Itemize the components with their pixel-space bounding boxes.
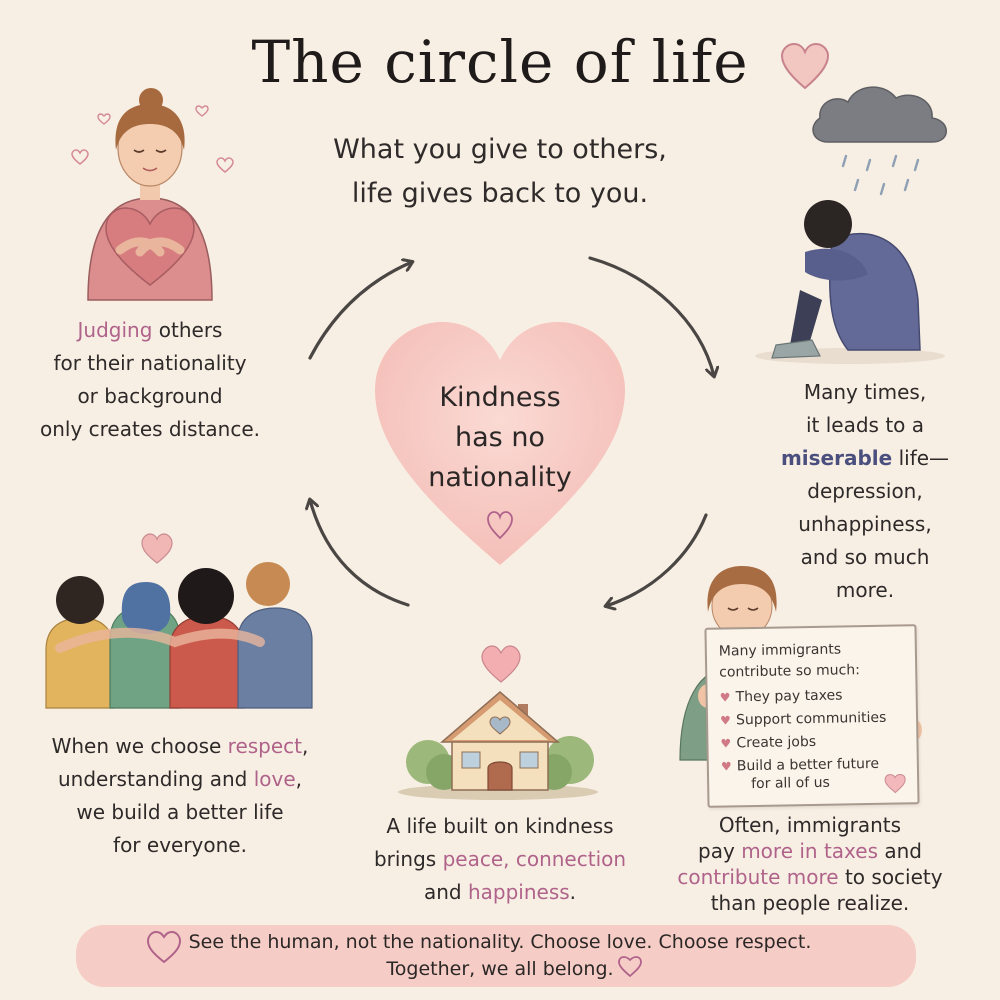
sign-continuation: for all of us [751, 774, 830, 793]
right-line-2: it leads to a [805, 413, 925, 437]
sign-heading: Many immigrants contribute so much: [719, 638, 910, 683]
center-line-2: has no [455, 422, 545, 453]
sign-item-text: Create jobs [736, 733, 817, 752]
bullet-heart-icon: ♥ [719, 713, 731, 728]
rain-cloud-icon [812, 86, 947, 196]
right-line-6: and so much [800, 545, 930, 569]
banner-message: See the human, not the nationality. Choo… [150, 929, 850, 983]
bc-line-2-pre: brings [373, 847, 443, 871]
woman-hugging-heart-illustration [87, 88, 213, 301]
bl-line-4: for everyone. [113, 833, 247, 857]
highlight-judging: Judging [77, 318, 153, 342]
highlight-love: love [253, 767, 296, 791]
bullet-heart-icon: ♥ [719, 690, 731, 705]
sad-person-illustration [755, 200, 945, 364]
center-small-heart-icon [487, 511, 513, 540]
center-heart-icon [375, 322, 625, 565]
highlight-peace-connection: peace, connection [442, 847, 627, 871]
cycle-arrow-bottom-left [310, 500, 410, 607]
heart-icon [141, 533, 173, 564]
highlight-respect: respect [227, 734, 303, 758]
bullet-heart-icon: ♥ [720, 736, 732, 751]
bc-line-1: A life built on kindness [386, 814, 614, 838]
br-line-2-post: and [877, 839, 922, 863]
right-line-4: depression, [807, 479, 923, 503]
highlight-miserable: miserable [780, 446, 893, 470]
house-icon [398, 691, 598, 800]
right-line-3-rest: life— [892, 446, 950, 470]
bl-line-3: we build a better life [76, 800, 284, 824]
top-left-line-3: or background [77, 384, 223, 408]
highlight-contribute-more: contribute more [677, 865, 839, 889]
page-title: The circle of life [251, 28, 749, 96]
highlight-happiness: happiness [467, 880, 570, 904]
bl-line-2-post: , [295, 767, 303, 791]
bullet-heart-icon: ♥ [720, 759, 732, 774]
top-left-line-2: for their nationality [53, 351, 247, 375]
right-line-5: unhappiness, [798, 512, 932, 536]
bl-line-1-pre: When we choose [51, 734, 228, 758]
small-heart-icon [71, 149, 89, 165]
top-left-line-1-rest: others [152, 318, 223, 342]
bottom-right-caption: Often, immigrants pay more in taxes and … [665, 812, 955, 916]
list-item: ♥ They pay taxes [719, 683, 911, 709]
right-line-7: more. [835, 578, 895, 602]
subtitle-line-2: life gives back to you. [351, 178, 649, 209]
list-item: ♥ Support communities [720, 706, 912, 732]
small-heart-icon [216, 157, 234, 173]
cycle-arrow-top-left [308, 262, 412, 360]
sign-list: ♥They pay taxes ♥Support communities ♥Cr… [719, 683, 913, 778]
highlight-more-taxes: more in taxes [741, 839, 878, 863]
sign-heart-icon [884, 773, 906, 794]
immigrants-sign: Many immigrants contribute so much: ♥ The… [704, 624, 920, 808]
small-heart-icon [97, 113, 111, 125]
cycle-arrow-bottom-right [606, 513, 708, 606]
bl-line-1-post: , [302, 734, 309, 758]
list-item: ♥ Create jobs [720, 729, 912, 755]
br-line-1: Often, immigrants [718, 813, 902, 837]
br-line-2-pre: pay [698, 839, 742, 863]
right-caption: Many times, it leads to a miserable life… [750, 376, 980, 607]
right-line-1: Many times, [803, 380, 927, 404]
top-left-line-4: only creates distance. [39, 417, 261, 441]
banner-line-1: See the human, not the nationality. Choo… [188, 931, 812, 953]
bc-line-3-pre: and [423, 880, 468, 904]
bottom-left-caption: When we choose respect, understanding an… [20, 730, 340, 862]
top-left-caption: Judging others for their nationality or … [30, 314, 270, 446]
footer-banner [76, 925, 916, 987]
subtitle: What you give to others, life gives back… [250, 128, 750, 216]
bl-line-2-pre: understanding and [57, 767, 254, 791]
center-line-1: Kindness [439, 382, 561, 413]
small-heart-icon [195, 105, 209, 117]
br-line-4: than people realize. [710, 891, 910, 915]
banner-line-2: Together, we all belong. [386, 958, 614, 980]
cycle-arrow-top-right [588, 256, 714, 376]
bc-line-3-post: . [569, 880, 577, 904]
sign-item-text: Build a better future [736, 755, 880, 775]
subtitle-line-1: What you give to others, [333, 134, 667, 165]
heart-icon [481, 645, 521, 683]
center-line-3: nationality [428, 462, 572, 493]
sign-heading-line-2: contribute so much: [719, 662, 861, 681]
br-line-3-post: to society [838, 865, 943, 889]
group-hugging-illustration [45, 562, 313, 709]
sign-item-text: They pay taxes [735, 687, 843, 706]
center-message: Kindness has no nationality [400, 378, 600, 498]
sign-item-text: Support communities [735, 709, 887, 729]
title-heart-icon [780, 42, 830, 90]
bottom-center-caption: A life built on kindness brings peace, c… [345, 810, 655, 909]
